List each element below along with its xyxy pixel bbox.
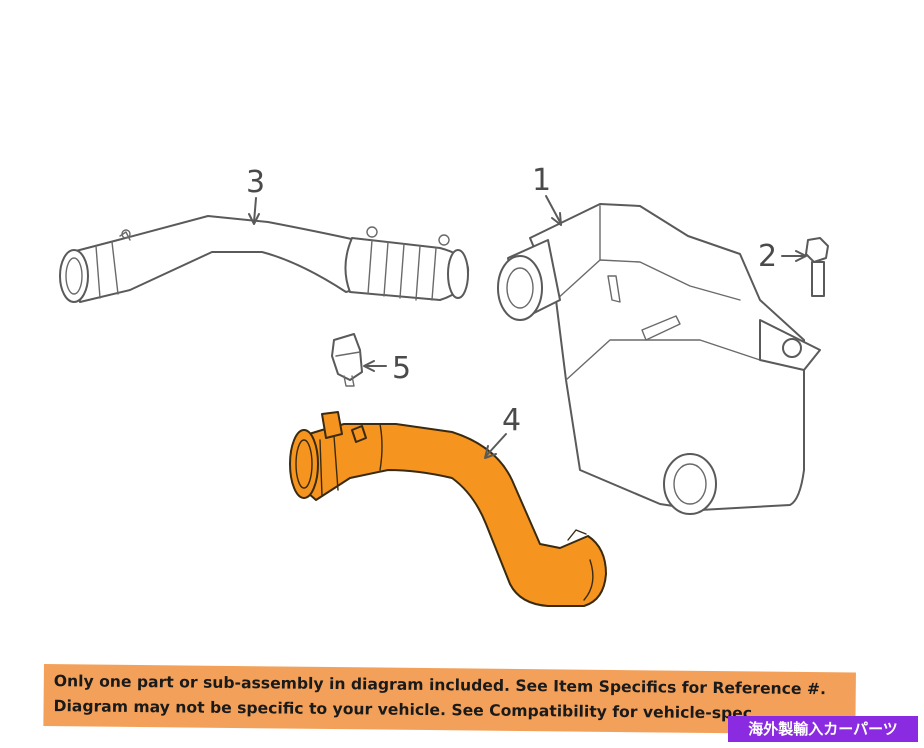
part-4-lower-hose-highlighted [289,411,607,607]
leader-arrow-2 [795,250,807,262]
part-3-upper-hose [59,215,470,303]
callout-3: 3 [246,165,265,200]
import-parts-badge: 海外製輸入カーパーツ [728,716,918,742]
leader-arrow-5 [363,360,375,372]
leader-arrow-1 [551,212,562,226]
callout-2: 2 [758,239,777,274]
callout-1: 1 [532,163,551,198]
part-1-intercooler [497,203,821,515]
callout-4: 4 [502,403,521,438]
leader-line-3 [253,197,257,223]
leader-arrow-3 [248,213,260,225]
part-2-bolt [805,237,829,297]
part-5-sensor [331,333,363,387]
leader-line-4 [485,433,507,457]
leader-line-1 [545,195,561,223]
callout-5: 5 [392,351,411,386]
leader-arrow-4 [484,445,497,459]
